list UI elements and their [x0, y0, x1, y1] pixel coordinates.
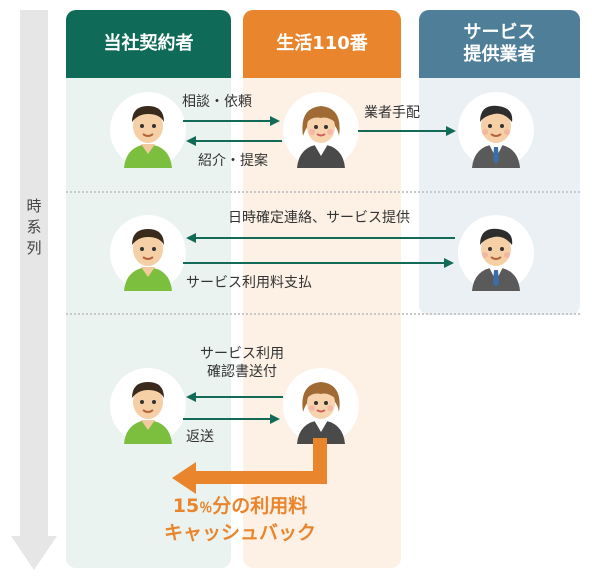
- timeline-label: 時 系 列: [26, 197, 42, 257]
- consult-arrow: [183, 120, 271, 122]
- consult-arrow-head-icon: [270, 116, 280, 126]
- consult-label: 相談・依頼: [182, 94, 252, 110]
- center-column-header: 生活110番: [243, 10, 401, 78]
- cashback-line2: キャッシュバック: [163, 522, 316, 544]
- customer-avatar-icon: [110, 215, 186, 291]
- return-arrow-head-icon: [270, 414, 280, 424]
- payment-arrow: [183, 262, 445, 264]
- customer-column-title: 当社契約者: [103, 33, 194, 54]
- timeline-arrow-shaft: [20, 10, 48, 542]
- provider-column-title-line1: サービス: [463, 22, 536, 43]
- cashback-text: 15％分の利用料 キャッシュバック: [110, 494, 370, 545]
- confirm-arrow: [195, 237, 455, 239]
- arrange-label: 業者手配: [364, 105, 420, 121]
- introduce-label: 紹介・提案: [198, 153, 268, 169]
- payment-arrow-head-icon: [444, 258, 454, 268]
- center-column-title: 生活110番: [276, 33, 368, 54]
- confirm-arrow-head-icon: [186, 233, 196, 243]
- introduce-arrow-head-icon: [186, 136, 196, 146]
- provider-avatar-icon: [458, 215, 534, 291]
- customer-avatar-icon: [110, 368, 186, 444]
- cashback-line1: 15％分の利用料: [172, 495, 308, 517]
- return-arrow: [183, 418, 271, 420]
- center-operator-avatar-icon: [283, 92, 359, 168]
- confirmation-doc-arrow-head-icon: [186, 392, 196, 402]
- provider-column-title-line2: 提供業者: [463, 44, 536, 65]
- confirmation-doc-label: サービス利用 確認書送付: [200, 346, 284, 380]
- arrange-arrow-head-icon: [446, 126, 456, 136]
- arrange-arrow: [358, 130, 447, 132]
- return-label: 返送: [186, 429, 214, 445]
- provider-avatar-icon: [458, 92, 534, 168]
- center-operator-avatar-icon: [283, 368, 359, 444]
- payment-label: サービス利用料支払: [186, 275, 312, 291]
- customer-column-header: 当社契約者: [66, 10, 231, 78]
- confirm-label: 日時確定連絡、サービス提供: [228, 210, 410, 226]
- confirmation-doc-arrow: [195, 396, 283, 398]
- customer-avatar-icon: [110, 92, 186, 168]
- introduce-arrow: [195, 140, 282, 142]
- phase-separator: [66, 313, 580, 315]
- phase-separator: [66, 191, 580, 193]
- timeline-arrow-head-icon: [11, 536, 57, 570]
- cashback-arrow-bar: [194, 471, 327, 484]
- provider-column-header: サービス 提供業者: [419, 10, 580, 78]
- cashback-arrow-head-icon: [172, 462, 196, 494]
